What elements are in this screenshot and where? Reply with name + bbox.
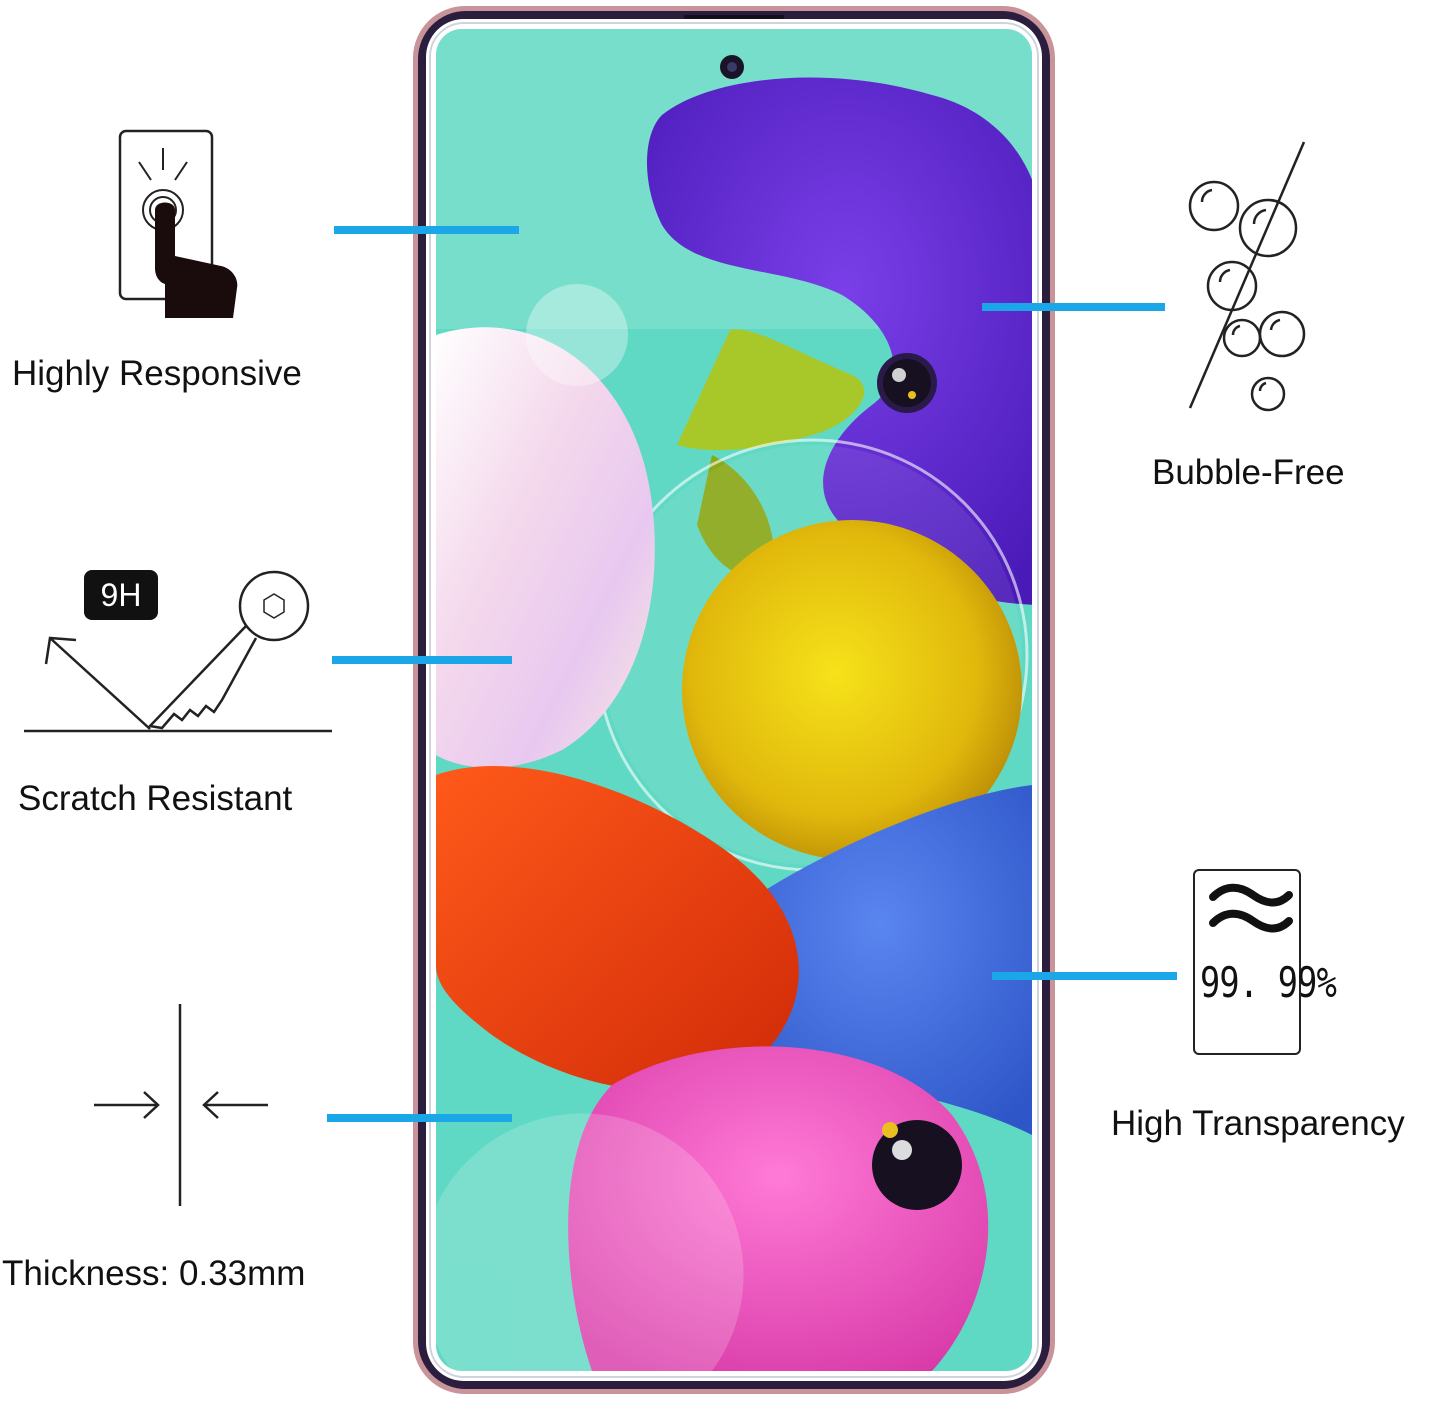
thickness-connector-line <box>327 1114 512 1122</box>
responsive-connector-line <box>334 226 519 234</box>
bubble-connector-line <box>982 303 1165 311</box>
scratch-key-icon <box>24 570 332 733</box>
phone-illustration <box>413 6 1055 1394</box>
bubbles-icon <box>1188 141 1306 412</box>
scratch-connector-line <box>332 656 512 664</box>
transparency-connector-line <box>992 972 1177 980</box>
scratch-resistant-label: Scratch Resistant <box>18 779 293 818</box>
high-transparency-label: High Transparency <box>1111 1104 1405 1143</box>
bubble-free-label: Bubble-Free <box>1152 453 1345 492</box>
transparency-value: 99. 99% <box>1200 958 1337 1007</box>
hardness-badge-text: 9H <box>100 577 142 613</box>
highly-responsive-label: Highly Responsive <box>12 354 302 393</box>
thickness-label: Thickness: 0.33mm <box>2 1254 306 1293</box>
thickness-arrows-icon <box>94 1004 268 1206</box>
transparency-card-icon <box>1193 869 1301 1055</box>
hardness-badge: 9H <box>84 570 158 620</box>
touch-screen-icon <box>118 129 238 318</box>
wave-icon <box>1209 883 1293 933</box>
